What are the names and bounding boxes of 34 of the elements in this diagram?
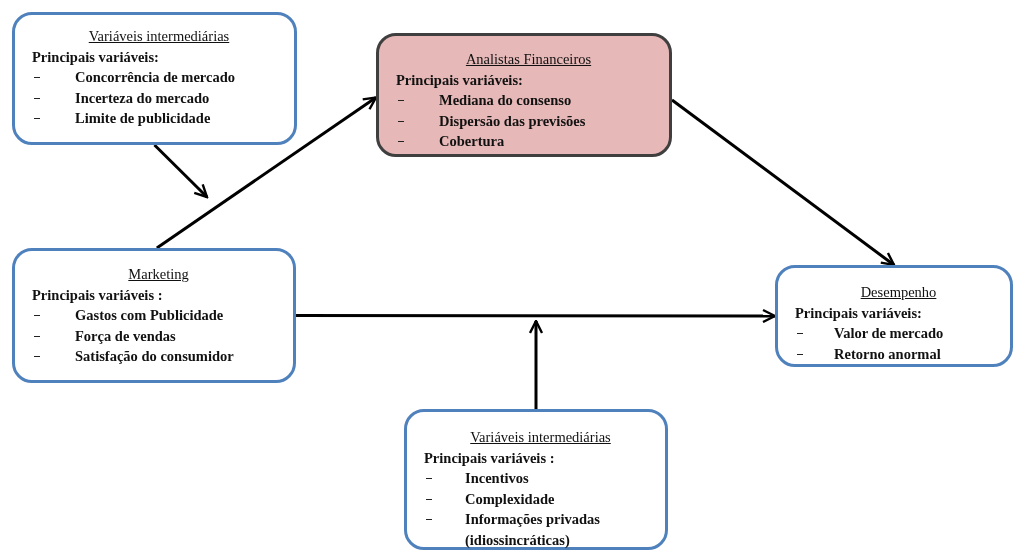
arrow (156, 96, 378, 250)
subheading: Principais variáveis : (32, 285, 164, 305)
rounded-box (404, 409, 668, 550)
list-item: Incentivos (465, 469, 529, 488)
box-heading: Marketing (127, 265, 190, 284)
list-item: Informações privadas (idiossincráticas) (465, 510, 601, 550)
rounded-box (12, 248, 296, 383)
arrow (671, 98, 896, 267)
box-heading: Analistas Financeiros (464, 50, 593, 69)
rounded-box (775, 265, 1013, 367)
list-item: Incerteza do mercado (75, 88, 210, 108)
box-heading: Variáveis intermediárias (87, 27, 231, 46)
arrow (528, 319, 544, 409)
list-item: Complexidade (465, 489, 555, 509)
list-item: Gastos com Publicidade (75, 306, 224, 325)
list-item: Força de vendas (75, 326, 176, 346)
list-item: Dispersão das previsões (439, 111, 586, 131)
subheading: Principais variáveis: (32, 47, 160, 67)
list-item: Valor de mercado (834, 324, 944, 343)
rounded-box (376, 33, 672, 157)
list-item: Satisfação do consumidor (75, 347, 234, 366)
box-heading: Variáveis intermediárias (469, 428, 612, 447)
subheading: Principais variáveis : (424, 448, 556, 468)
list-item: Concorrência de mercado (75, 68, 235, 87)
subheading: Principais variáveis: (396, 70, 524, 90)
list-item: Cobertura (439, 132, 505, 151)
list-item: Retorno anormal (834, 344, 941, 364)
list-item: Limite de publicidade (75, 109, 211, 128)
rounded-box (12, 12, 297, 145)
list-item: Mediana do consenso (439, 91, 572, 110)
box-heading: Desempenho (859, 283, 938, 302)
arrow (296, 308, 777, 324)
arrow (153, 143, 209, 199)
subheading: Principais variáveis: (795, 303, 923, 323)
